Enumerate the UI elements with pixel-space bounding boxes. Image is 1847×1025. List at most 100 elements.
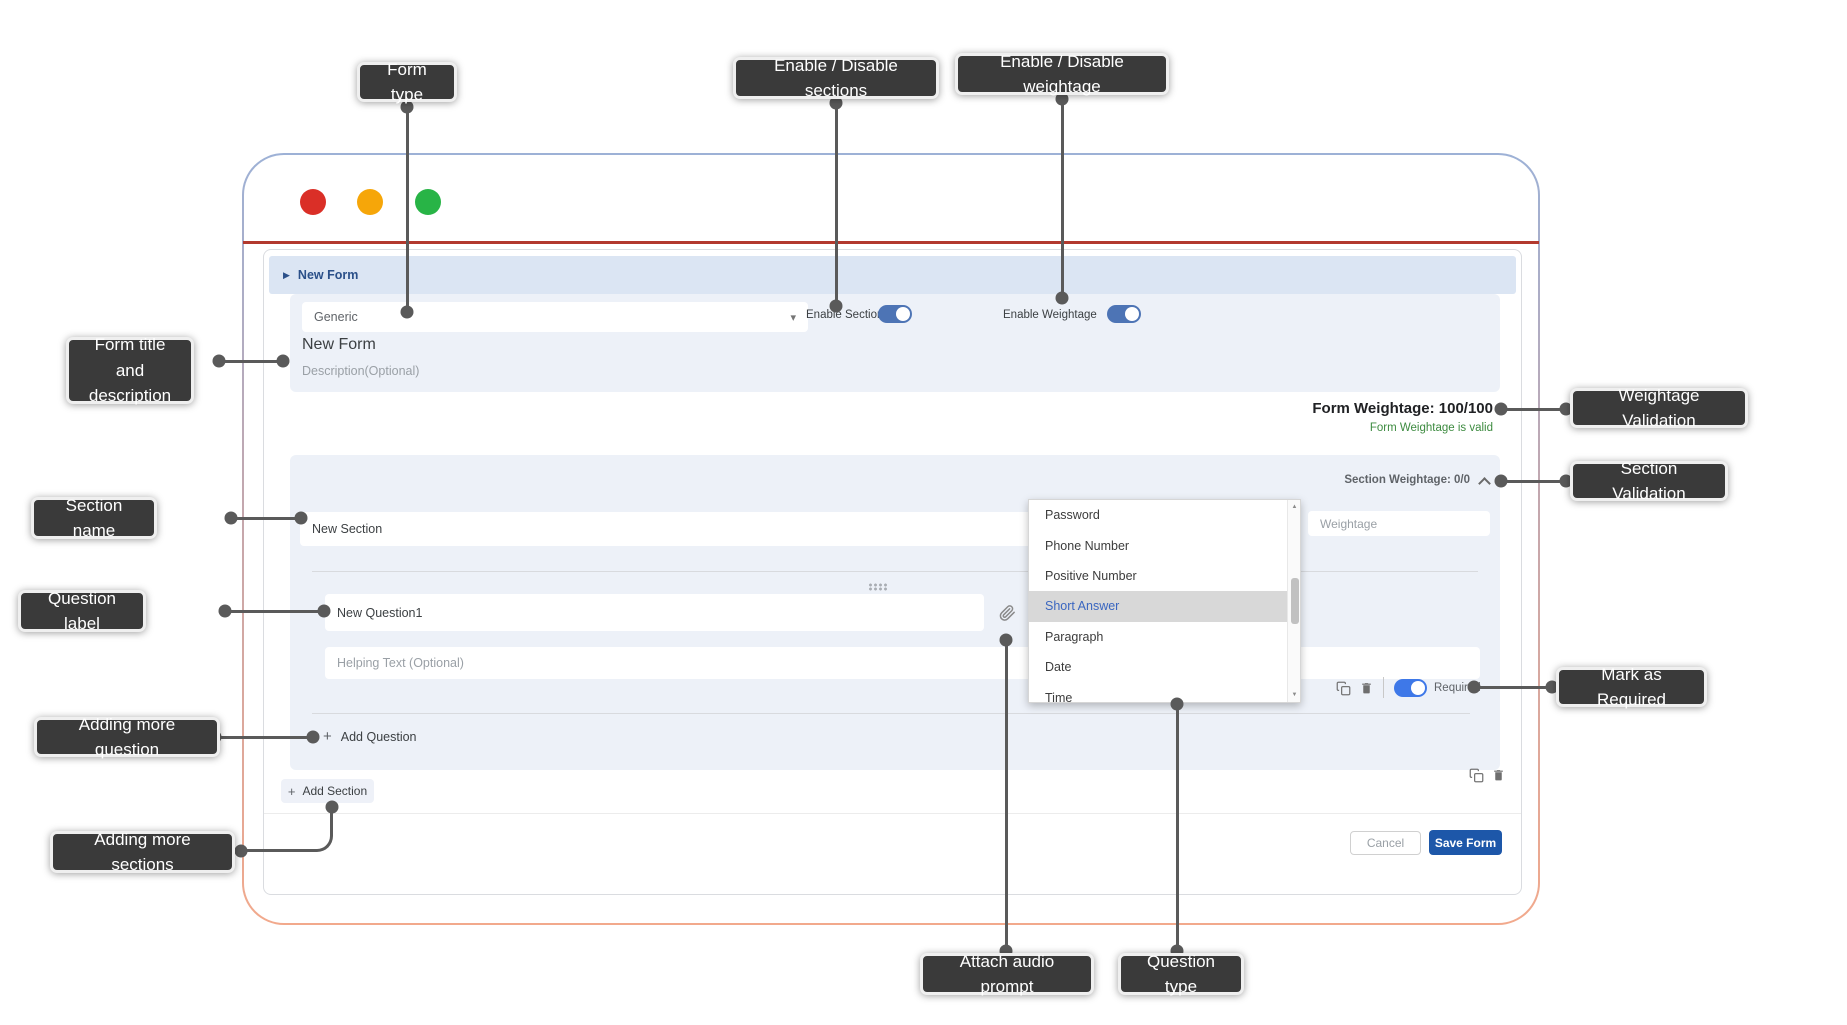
toggle-knob xyxy=(1125,307,1139,321)
cancel-button[interactable]: Cancel xyxy=(1350,831,1421,855)
enable-sections-toggle[interactable] xyxy=(878,305,912,323)
enable-sections-label: Enable Sections xyxy=(806,309,890,321)
add-section-label: Add Section xyxy=(302,784,368,798)
callout-enable-disable-weightage: Enable / Disable weightage xyxy=(955,52,1169,96)
save-form-button[interactable]: Save Form xyxy=(1429,830,1502,855)
connector-adding-sections xyxy=(239,806,333,852)
add-question-label: Add Question xyxy=(340,729,417,744)
add-question-button[interactable]: + Add Question xyxy=(323,728,417,745)
traffic-light-minimize-icon xyxy=(357,189,383,215)
dropdown-item[interactable]: Password xyxy=(1045,508,1100,523)
connector-dot xyxy=(276,354,290,368)
toggle-knob xyxy=(896,307,910,321)
connector-mark-required xyxy=(1472,685,1556,689)
callout-question-type: Question type xyxy=(1118,952,1244,996)
callout-attach-audio-prompt: Attach audio prompt xyxy=(920,952,1094,996)
callout-enable-disable-sections: Enable / Disable sections xyxy=(733,56,939,100)
connector-dot xyxy=(400,305,414,319)
enable-weightage-label: Enable Weightage xyxy=(1003,309,1097,321)
callout-section-validation: Section Validation xyxy=(1570,459,1728,503)
scroll-down-icon[interactable]: ▼ xyxy=(1291,692,1298,698)
connector-dot xyxy=(1545,680,1559,694)
connector-dot xyxy=(1559,402,1573,416)
connector-enable-weightage xyxy=(1060,97,1064,299)
connector-form-title xyxy=(218,359,283,363)
connector-dot xyxy=(1467,680,1481,694)
form-title-input[interactable] xyxy=(302,336,902,354)
section-weightage-value: Section Weightage: 0/0 xyxy=(1344,474,1470,486)
question-bottom-divider xyxy=(312,713,1470,714)
connector-dot xyxy=(829,299,843,313)
connector-dot xyxy=(325,800,339,814)
connector-dot xyxy=(317,604,331,618)
connector-dot xyxy=(212,354,226,368)
action-row-divider xyxy=(1383,677,1384,698)
copy-question-icon[interactable] xyxy=(1334,679,1352,697)
connector-dot xyxy=(306,730,320,744)
form-type-select[interactable]: Generic ▾ xyxy=(302,302,808,332)
drag-handle-icon[interactable] xyxy=(868,583,887,591)
connector-attach-audio xyxy=(1004,639,1008,953)
traffic-light-zoom-icon xyxy=(415,189,441,215)
connector-question-type xyxy=(1175,702,1179,953)
connector-enable-sections xyxy=(834,101,838,307)
callout-section-name: Section name xyxy=(31,496,157,540)
question-type-dropdown: Password Phone Number Positive Number Sh… xyxy=(1028,499,1301,703)
connector-dot xyxy=(1055,291,1069,305)
scrollbar-thumb[interactable] xyxy=(1290,578,1299,624)
breadcrumb-label: New Form xyxy=(297,268,359,282)
connector-form-type xyxy=(405,104,409,314)
dropdown-item[interactable]: Phone Number xyxy=(1045,538,1130,553)
dropdown-item[interactable]: Paragraph xyxy=(1045,629,1104,644)
plus-icon: + xyxy=(287,783,296,799)
delete-section-icon[interactable] xyxy=(1490,766,1506,784)
window-header-divider xyxy=(243,241,1539,244)
form-weightage-status: Form Weightage is valid xyxy=(1369,422,1493,434)
breadcrumb[interactable]: ▶ New Form xyxy=(269,256,1516,294)
question-label-input[interactable] xyxy=(325,594,984,631)
dropdown-item[interactable]: Time xyxy=(1045,690,1073,703)
helping-text-input[interactable] xyxy=(325,647,1480,679)
connector-dot xyxy=(1055,92,1069,106)
connector-dot xyxy=(1170,697,1184,711)
add-section-button[interactable]: + Add Section xyxy=(281,779,374,803)
connector-weightage-validation xyxy=(1500,407,1570,411)
scroll-up-icon[interactable]: ▲ xyxy=(1291,504,1298,510)
section-weightage-input[interactable] xyxy=(1308,511,1490,536)
dropdown-item-selected[interactable]: Short Answer xyxy=(1029,591,1288,622)
required-toggle[interactable] xyxy=(1394,679,1427,697)
connector-dot xyxy=(294,511,308,525)
connector-section-name xyxy=(229,516,302,520)
connector-dot xyxy=(999,633,1013,647)
connector-section-validation xyxy=(1500,479,1570,483)
callout-weightage-validation: Weightage Validation xyxy=(1570,386,1748,430)
form-weightage-value: Form Weightage: 100/100 xyxy=(1312,400,1493,417)
connector-dot xyxy=(400,100,414,114)
dropdown-scrollbar[interactable]: ▲ ▼ xyxy=(1287,500,1300,702)
connector-dot xyxy=(224,511,238,525)
connector-adding-question xyxy=(213,735,314,739)
connector-question-label xyxy=(223,609,325,613)
connector-dot xyxy=(1494,402,1508,416)
callout-question-label: Question label xyxy=(18,589,146,633)
attach-audio-paperclip-icon[interactable] xyxy=(996,598,1018,628)
dropdown-item[interactable]: Date xyxy=(1045,660,1072,675)
connector-dot xyxy=(829,96,843,110)
callout-form-title-description: Form title and description xyxy=(66,335,194,405)
chevron-down-icon: ▾ xyxy=(790,311,796,324)
enable-weightage-toggle[interactable] xyxy=(1107,305,1141,323)
connector-dot xyxy=(1559,474,1573,488)
delete-question-icon[interactable] xyxy=(1358,679,1374,697)
toggle-knob xyxy=(1411,681,1425,695)
form-description-input[interactable] xyxy=(302,364,902,378)
callout-mark-as-required: Mark as Required xyxy=(1556,665,1707,709)
callout-form-type: Form type xyxy=(357,60,457,104)
callout-adding-more-sections: Adding more sections xyxy=(50,830,235,874)
dropdown-item[interactable]: Positive Number xyxy=(1045,568,1137,583)
copy-section-icon[interactable] xyxy=(1467,766,1485,784)
callout-adding-more-question: Adding more question xyxy=(34,715,220,759)
connector-dot xyxy=(1494,474,1508,488)
plus-icon: + xyxy=(323,728,332,745)
section-header-divider xyxy=(312,571,1478,572)
